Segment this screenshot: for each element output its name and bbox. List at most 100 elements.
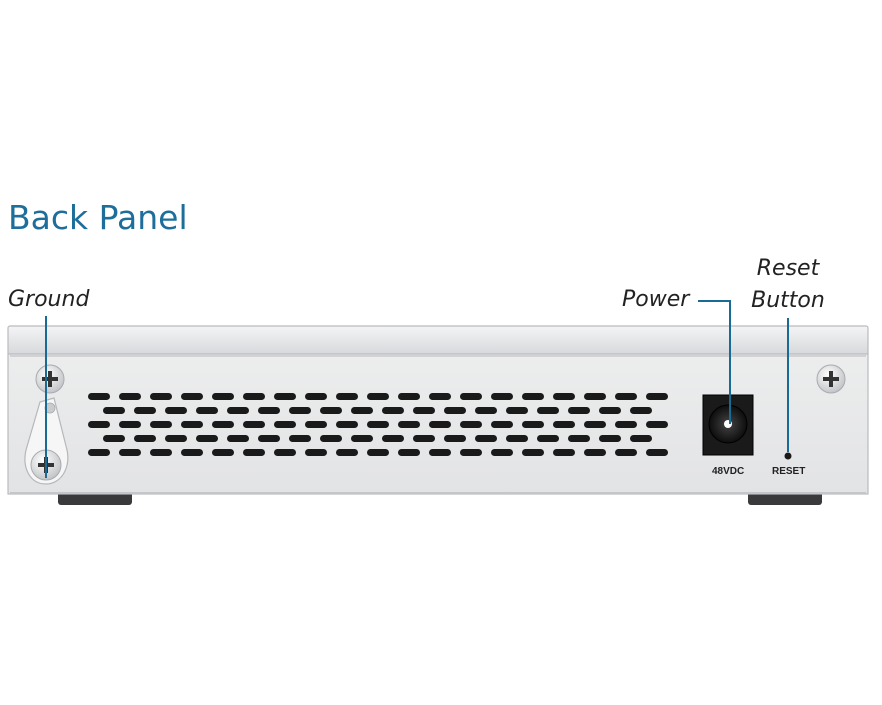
- vent-slot: [537, 435, 559, 442]
- vent-slot: [646, 421, 668, 428]
- vent-slot: [615, 449, 637, 456]
- power-jack: [702, 394, 754, 456]
- vent-slot: [305, 393, 327, 400]
- vent-slot: [165, 407, 187, 414]
- vent-slot: [212, 449, 234, 456]
- vent-slot: [398, 393, 420, 400]
- vent-slot: [568, 407, 590, 414]
- vent-slot: [413, 407, 435, 414]
- ground-callout: Ground: [8, 287, 90, 312]
- vent-slot: [119, 421, 141, 428]
- vent-slot: [506, 407, 528, 414]
- vent-slot: [181, 421, 203, 428]
- reset-button-callout: Reset Button: [742, 253, 834, 317]
- vent-slot: [336, 421, 358, 428]
- vent-slot: [103, 435, 125, 442]
- vent-slot: [258, 407, 280, 414]
- power-leader-line: [698, 300, 731, 424]
- vent-slot: [553, 421, 575, 428]
- vent-slot: [475, 435, 497, 442]
- vent-slot: [258, 435, 280, 442]
- vent-slot: [227, 435, 249, 442]
- vent-slot: [460, 393, 482, 400]
- vent-slot: [119, 449, 141, 456]
- vent-slot: [382, 435, 404, 442]
- vent-slot: [429, 421, 451, 428]
- vent-slot: [165, 435, 187, 442]
- vent-slot: [537, 407, 559, 414]
- vent-slot: [336, 393, 358, 400]
- vent-slot: [243, 393, 265, 400]
- vent-slot: [646, 449, 668, 456]
- vent-slot: [88, 393, 110, 400]
- vent-slot: [553, 449, 575, 456]
- vent-slot: [491, 449, 513, 456]
- reset-button-hole: [784, 452, 792, 460]
- chassis-top-lip: [7, 325, 869, 357]
- vent-slot: [398, 449, 420, 456]
- vent-slot: [212, 393, 234, 400]
- top-left-screw-icon: [35, 364, 65, 394]
- vent-slot: [119, 393, 141, 400]
- power-callout: Power: [622, 287, 690, 312]
- vent-slot: [444, 435, 466, 442]
- vent-slot: [88, 449, 110, 456]
- vent-slot: [615, 421, 637, 428]
- vent-slot: [305, 449, 327, 456]
- panel-title: Back Panel: [8, 198, 188, 237]
- vent-slot: [630, 407, 652, 414]
- vent-slot: [150, 421, 172, 428]
- vent-slot: [584, 449, 606, 456]
- vent-slot: [522, 393, 544, 400]
- vent-slot: [181, 393, 203, 400]
- vent-slot: [274, 449, 296, 456]
- vent-slot: [553, 393, 575, 400]
- vent-slot: [367, 449, 389, 456]
- vent-slot: [243, 421, 265, 428]
- vent-slot: [150, 393, 172, 400]
- vent-slot: [150, 449, 172, 456]
- vent-slot: [196, 435, 218, 442]
- vent-slot: [367, 393, 389, 400]
- vent-slot: [196, 407, 218, 414]
- power-port-label: 48VDC: [712, 466, 745, 477]
- vent-slot: [274, 421, 296, 428]
- vent-slot: [615, 393, 637, 400]
- vent-slot: [599, 435, 621, 442]
- vent-slot: [88, 421, 110, 428]
- vent-slot: [227, 407, 249, 414]
- vent-slot: [429, 449, 451, 456]
- vent-slot: [522, 421, 544, 428]
- vent-slot: [444, 407, 466, 414]
- vent-slot: [460, 449, 482, 456]
- vent-slot: [212, 421, 234, 428]
- vent-slot: [475, 407, 497, 414]
- vent-slot: [568, 435, 590, 442]
- vent-slot: [320, 407, 342, 414]
- vent-slot: [351, 435, 373, 442]
- vent-slot: [413, 435, 435, 442]
- vent-slot: [243, 449, 265, 456]
- ventilation-slots: [88, 393, 668, 456]
- vent-slot: [134, 407, 156, 414]
- vent-slot: [103, 407, 125, 414]
- reset-callout-line2: Button: [751, 288, 825, 313]
- vent-slot: [289, 407, 311, 414]
- vent-slot: [429, 393, 451, 400]
- vent-slot: [320, 435, 342, 442]
- vent-slot: [460, 421, 482, 428]
- vent-slot: [584, 393, 606, 400]
- vent-slot: [599, 407, 621, 414]
- vent-slot: [646, 393, 668, 400]
- vent-slot: [351, 407, 373, 414]
- vent-slot: [506, 435, 528, 442]
- vent-slot: [336, 449, 358, 456]
- vent-slot: [522, 449, 544, 456]
- vent-slot: [491, 393, 513, 400]
- top-right-screw-icon: [816, 364, 846, 394]
- vent-slot: [274, 393, 296, 400]
- reset-port-label: RESET: [772, 466, 806, 477]
- vent-slot: [584, 421, 606, 428]
- vent-slot: [305, 421, 327, 428]
